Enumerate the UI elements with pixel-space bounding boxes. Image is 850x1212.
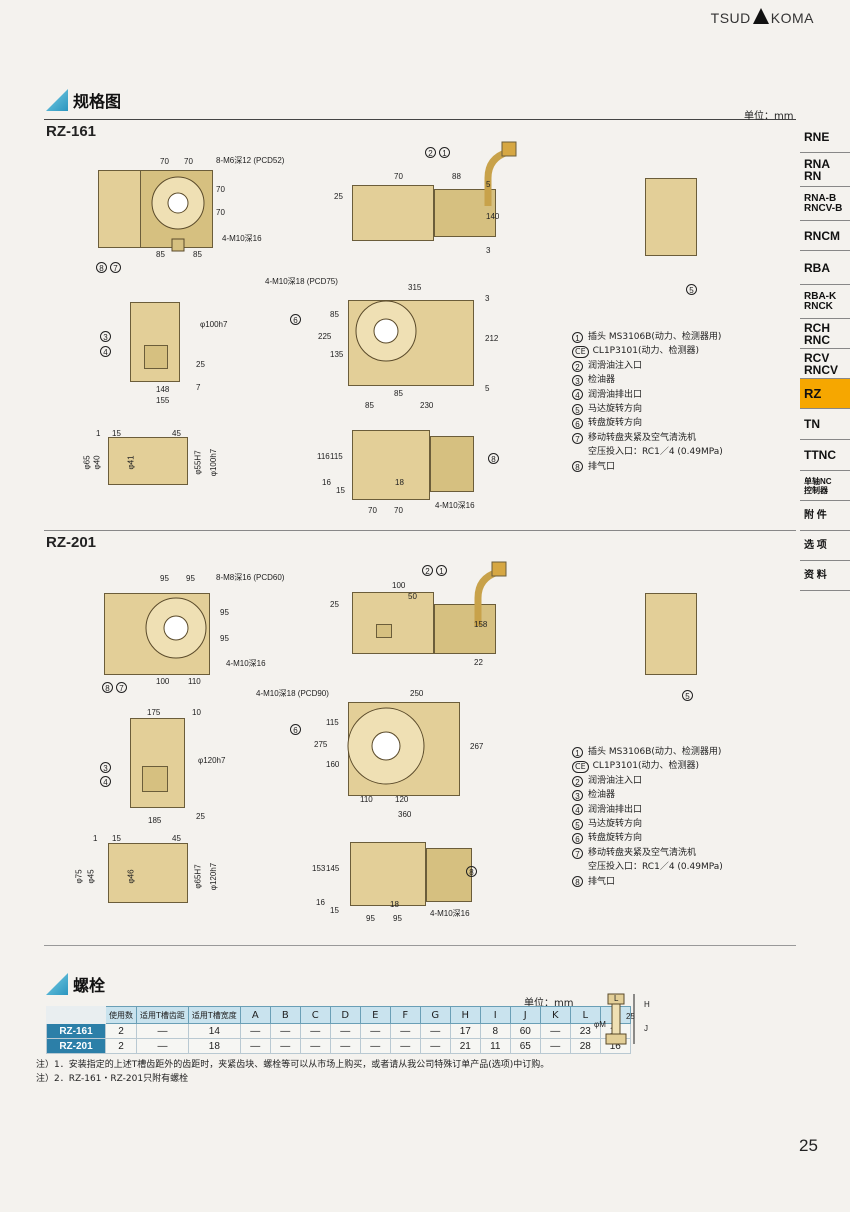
- rz201-motor-end: [645, 593, 697, 675]
- section-marker-icon: [46, 89, 68, 111]
- brand-text-right: KOMA: [770, 10, 814, 26]
- tab-ttnc[interactable]: TTNC: [800, 440, 850, 471]
- spec-section-title: 规格图: [73, 92, 122, 111]
- tab-rba[interactable]: RBA: [800, 251, 850, 285]
- rz201-cable-icon: [474, 561, 507, 626]
- bolt-icon: [605, 993, 635, 1045]
- tab-accessories[interactable]: 附 件: [800, 501, 850, 531]
- tab-reference[interactable]: 资 料: [800, 561, 850, 591]
- model-title-rz201: RZ-201: [46, 534, 97, 551]
- bolt-divider: [44, 945, 796, 946]
- rz201-front-window: [142, 766, 168, 792]
- brand-text-left: TSUD: [710, 10, 751, 26]
- bolt-table: 使用数 适用T槽齿距 适用T槽宽度 A B C D E F G H I J K …: [46, 1006, 631, 1054]
- rz161-plan-circle-icon: [355, 300, 417, 362]
- rz201-front-body: [130, 718, 185, 808]
- unit-label: 单位：mm: [744, 111, 794, 122]
- rz161-shaft-body: [108, 437, 188, 485]
- page-number: 25: [799, 1136, 818, 1155]
- bolt-unit-label: 单位：mm: [524, 998, 574, 1009]
- spec-section-header: 规格图: [46, 88, 121, 112]
- rz201-bottom-body: [350, 842, 426, 906]
- rz161-side-body: [352, 185, 434, 241]
- tab-rncm[interactable]: RNCM: [800, 221, 850, 251]
- brand-logo: TSUD KOMA: [710, 8, 814, 26]
- note-1: 注）1．安装指定的上述T槽齿距外的齿距时，夹紧齿块、螺栓等可以从市场上购买，或者…: [36, 1060, 550, 1070]
- rz161-motor-end: [645, 178, 697, 256]
- rz161-cable-icon: [484, 141, 517, 206]
- tab-rne[interactable]: RNE: [800, 121, 850, 153]
- section-marker-icon: [46, 973, 68, 995]
- rz161-front-window: [144, 345, 168, 369]
- rz201-side-motor: [434, 604, 496, 654]
- tab-options[interactable]: 选 项: [800, 531, 850, 561]
- callout-8: 8: [96, 262, 107, 273]
- rz201-plan-circle-icon: [347, 707, 425, 785]
- rz201-bottom-motor: [426, 848, 472, 902]
- rz201-top-circle-icon: [145, 597, 207, 659]
- bolt-table-header: 使用数 适用T槽齿距 适用T槽宽度 A B C D E F G H I J K …: [46, 1006, 631, 1024]
- tab-rz[interactable]: RZ: [800, 379, 850, 409]
- tab-tn[interactable]: TN: [800, 409, 850, 440]
- rz161-top-circle-icon: [151, 176, 205, 252]
- rz161-front-body: [130, 302, 180, 382]
- brand-triangle-icon: [752, 8, 769, 24]
- bolt-section-header: 螺栓: [46, 972, 105, 996]
- note-2: 注）2．RZ-161・RZ-201只附有螺栓: [36, 1074, 189, 1084]
- rz201-side-body: [352, 592, 434, 654]
- section-divider: [44, 119, 796, 120]
- bolt-section-title: 螺栓: [73, 976, 106, 995]
- model-divider: [44, 530, 796, 531]
- table-row: RZ-161 2— 14— —— —— —— 178 60— 2312: [46, 1023, 631, 1039]
- callout-7: 7: [110, 262, 121, 273]
- rz201-side-port: [376, 624, 392, 638]
- model-title-rz161: RZ-161: [46, 123, 97, 140]
- rz201-shaft-body: [108, 843, 188, 903]
- rz161-bottom-motor: [430, 436, 474, 492]
- bolt-notes: 注）1．安装指定的上述T槽齿距外的齿距时，夹紧齿块、螺栓等可以从市场上购买，或者…: [36, 1058, 736, 1086]
- rz161-bottom-body: [352, 430, 430, 500]
